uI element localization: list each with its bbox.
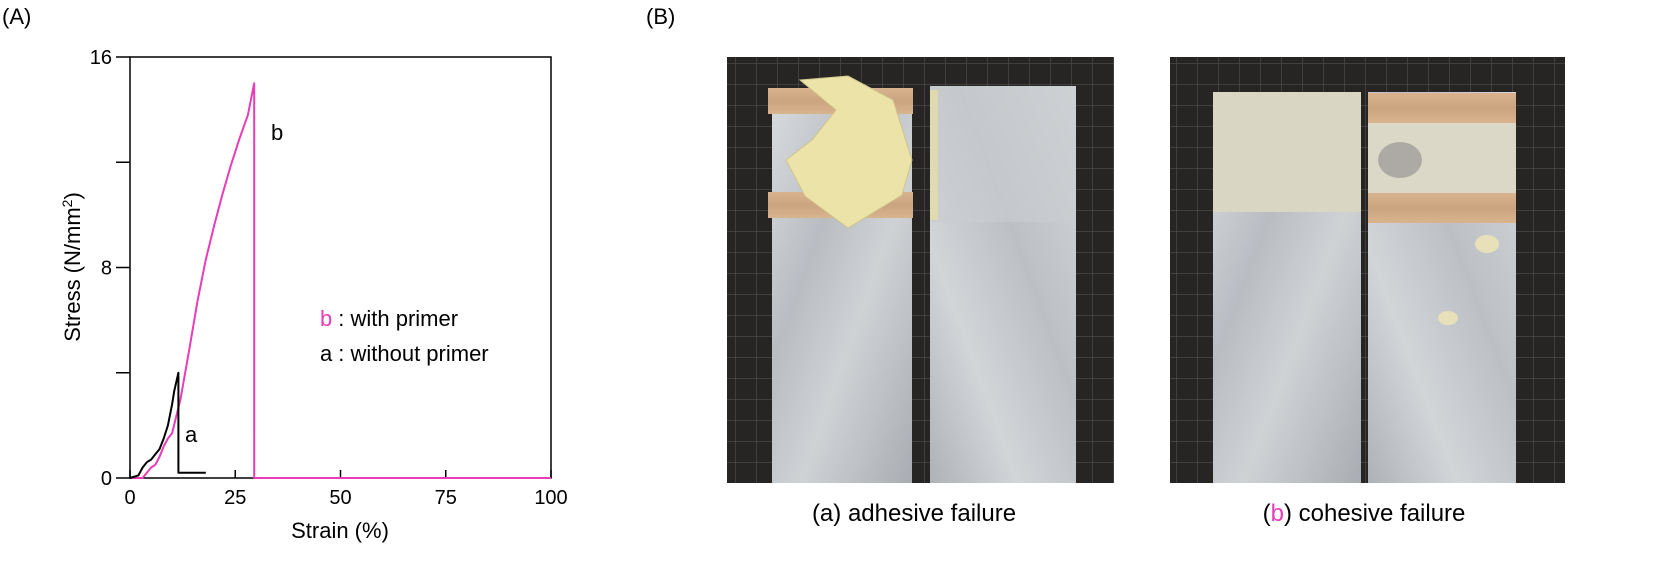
legend-key-b: b [320, 306, 332, 331]
x-axis-title: Strain (%) [291, 518, 389, 543]
y-tick-label: 8 [101, 258, 112, 280]
panel-b-label: (B) [646, 4, 675, 29]
legend-label-a: : without primer [338, 341, 488, 366]
caption-cohesive-failure: (b) cohesive failure [1263, 500, 1466, 527]
adhesive-residue-edge [930, 90, 938, 220]
legend: b: with primer a: without primer [320, 306, 489, 366]
legend-entry-b: b: with primer [320, 306, 458, 331]
series-line-b [130, 82, 551, 479]
curve-label-a: a [185, 422, 198, 447]
photo-cohesive-failure [1170, 57, 1565, 483]
x-tick-label: 25 [224, 487, 246, 509]
y-axis-title-end: ) [60, 192, 85, 199]
x-tick-label: 100 [534, 487, 567, 509]
caption-b-open: ( [1263, 500, 1271, 527]
y-axis-title-sup: 2 [59, 199, 75, 207]
stress-strain-chart: 0 25 50 75 100 0 8 16 Strain (%) Stress (N/mm2… [59, 47, 568, 543]
adhesive-layer-b1 [1213, 92, 1361, 212]
bond-area-clean [930, 86, 1076, 222]
caption-b-letter: b [1271, 500, 1284, 527]
tape-b-top [1368, 93, 1516, 123]
caption-b-rest: ) cohesive failure [1284, 500, 1465, 527]
y-tick-label: 16 [90, 47, 112, 69]
adhesive-fleck-2 [1475, 235, 1499, 253]
legend-key-a: a [320, 341, 333, 366]
adhesive-fleck [1438, 311, 1458, 325]
x-axis-ticks: 0 25 50 75 100 [124, 470, 568, 509]
tape-b-bottom [1368, 193, 1516, 223]
curve-label-b: b [271, 120, 283, 145]
x-tick-label: 0 [124, 487, 135, 509]
photo-adhesive-failure [727, 57, 1114, 483]
x-tick-label: 75 [435, 487, 457, 509]
adhesive-void [1378, 142, 1422, 178]
series-line-a [129, 371, 206, 479]
y-tick-label: 0 [101, 468, 112, 490]
plot-frame [129, 56, 552, 479]
adhesive-piece [785, 75, 913, 229]
panel-a-label: (A) [2, 4, 31, 29]
x-tick-label: 50 [329, 487, 351, 509]
series-layer [129, 82, 551, 479]
y-axis-ticks: 0 8 16 [90, 47, 130, 490]
y-axis-title: Stress (N/mm2) [59, 192, 85, 342]
caption-adhesive-failure: (a) adhesive failure [812, 500, 1016, 527]
y-axis-title-main: Stress (N/mm [60, 207, 85, 341]
legend-entry-a: a: without primer [320, 341, 489, 366]
legend-label-b: : with primer [338, 306, 458, 331]
